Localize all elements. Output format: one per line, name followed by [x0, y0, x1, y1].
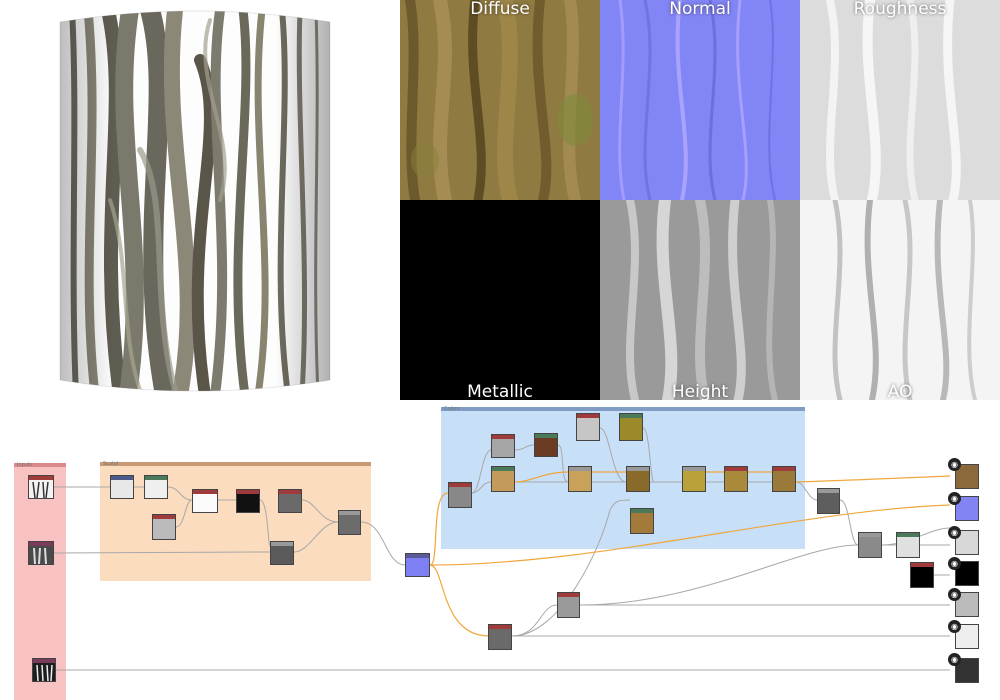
color-node-2[interactable]	[491, 434, 515, 458]
node-header	[577, 414, 599, 418]
diffuse-map-tile[interactable]: Diffuse	[400, 0, 600, 200]
height-map-tile[interactable]: Height	[600, 200, 800, 400]
color-node-8[interactable]	[626, 466, 650, 492]
color-node-11[interactable]	[772, 466, 796, 492]
sculpt-node-8[interactable]	[338, 510, 361, 535]
output-metallic-icon: ◉	[948, 557, 961, 570]
output-diffuse-icon: ◉	[948, 458, 961, 471]
material-preview-panel	[0, 0, 400, 400]
graph-wires	[53, 427, 951, 671]
height-node-1[interactable]	[557, 592, 580, 618]
input-node-3[interactable]	[32, 658, 56, 682]
node-thumbnail	[36, 664, 53, 682]
output-opacity[interactable]	[955, 658, 979, 683]
sculpt-node-6[interactable]	[278, 489, 302, 513]
node-header	[29, 476, 53, 480]
color-node-4[interactable]	[491, 466, 515, 492]
metallic-node[interactable]	[910, 562, 934, 588]
node-header	[449, 483, 471, 487]
color-node-12[interactable]	[630, 508, 654, 534]
node-header	[271, 542, 293, 546]
output-roughness-icon: ◉	[948, 526, 961, 539]
colors-frame-bar	[441, 407, 805, 411]
diffuse-label: Diffuse	[470, 0, 530, 19]
sculpt-frame-title: Sculpt	[103, 461, 119, 467]
node-header	[859, 533, 881, 537]
color-node-1[interactable]	[448, 482, 472, 508]
inputs-frame-bar	[14, 463, 66, 467]
sculpt-node-4[interactable]	[152, 514, 176, 540]
sculpt-node-3[interactable]	[192, 489, 218, 513]
roughness-node-2[interactable]	[896, 532, 920, 558]
output-height-icon: ◉	[948, 588, 961, 601]
node-header	[535, 434, 557, 438]
color-node-5[interactable]	[576, 413, 600, 441]
normal-texture	[600, 0, 800, 200]
cylinder-preview[interactable]	[0, 0, 400, 400]
node-header	[627, 467, 649, 471]
node-header	[29, 542, 53, 546]
node-header	[406, 554, 429, 558]
node-header	[569, 467, 591, 471]
node-header	[153, 515, 175, 519]
ao-texture	[800, 200, 1000, 400]
height-node-2[interactable]	[488, 624, 512, 650]
node-header	[558, 593, 579, 597]
node-header	[492, 467, 514, 471]
ao-map-tile[interactable]: AO	[800, 200, 1000, 400]
node-header	[33, 659, 55, 663]
color-node-6[interactable]	[619, 413, 643, 441]
roughness-map-tile[interactable]: Roughness	[800, 0, 1000, 200]
metallic-label: Metallic	[467, 382, 533, 400]
sculpt-node-2[interactable]	[144, 475, 168, 499]
color-node-9[interactable]	[682, 466, 706, 492]
input-node-2[interactable]	[28, 541, 54, 565]
node-header	[725, 467, 747, 471]
node-header	[339, 511, 360, 515]
node-header	[683, 467, 705, 471]
sculpt-frame-bar	[100, 462, 371, 466]
roughness-node-1[interactable]	[858, 532, 882, 558]
node-header	[773, 467, 795, 471]
height-texture	[600, 200, 800, 400]
node-header	[818, 489, 839, 493]
color-node-3[interactable]	[534, 433, 558, 457]
node-thumbnail	[32, 481, 49, 499]
diffuse-texture	[400, 0, 600, 200]
color-node-7[interactable]	[568, 466, 592, 492]
output-ao-icon: ◉	[948, 620, 961, 633]
colors-frame-title: Colors	[444, 406, 460, 412]
node-header	[492, 435, 514, 439]
input-node-1[interactable]	[28, 475, 54, 499]
node-header	[145, 476, 167, 480]
normal-label: Normal	[669, 0, 731, 19]
node-header	[279, 490, 301, 494]
node-header	[631, 509, 653, 513]
node-thumbnail	[33, 547, 47, 565]
ao-label: AO	[887, 382, 913, 400]
height-label: Height	[671, 382, 729, 400]
inputs-frame-title: Inputs	[17, 462, 33, 468]
metallic-map-tile[interactable]: Metallic	[400, 200, 600, 400]
output-normal-icon: ◉	[948, 492, 961, 505]
sculpt-node-1[interactable]	[110, 475, 134, 499]
node-header	[897, 533, 919, 537]
output-opacity-icon: ◉	[948, 653, 961, 666]
ao-bake-node[interactable]	[817, 488, 840, 514]
node-header	[193, 490, 217, 494]
roughness-texture	[800, 0, 1000, 200]
normal-node[interactable]	[405, 553, 430, 577]
node-header	[111, 476, 133, 480]
sculpt-node-5[interactable]	[236, 489, 260, 513]
roughness-label: Roughness	[853, 0, 947, 19]
node-header	[620, 414, 642, 418]
node-header	[237, 490, 259, 494]
color-node-10[interactable]	[724, 466, 748, 492]
sculpt-node-7[interactable]	[270, 541, 294, 565]
node-header	[911, 563, 933, 567]
normal-map-tile[interactable]: Normal	[600, 0, 800, 200]
node-graph-canvas[interactable]: Inputs Sculpt Colors	[0, 400, 1000, 700]
node-header	[489, 625, 511, 629]
